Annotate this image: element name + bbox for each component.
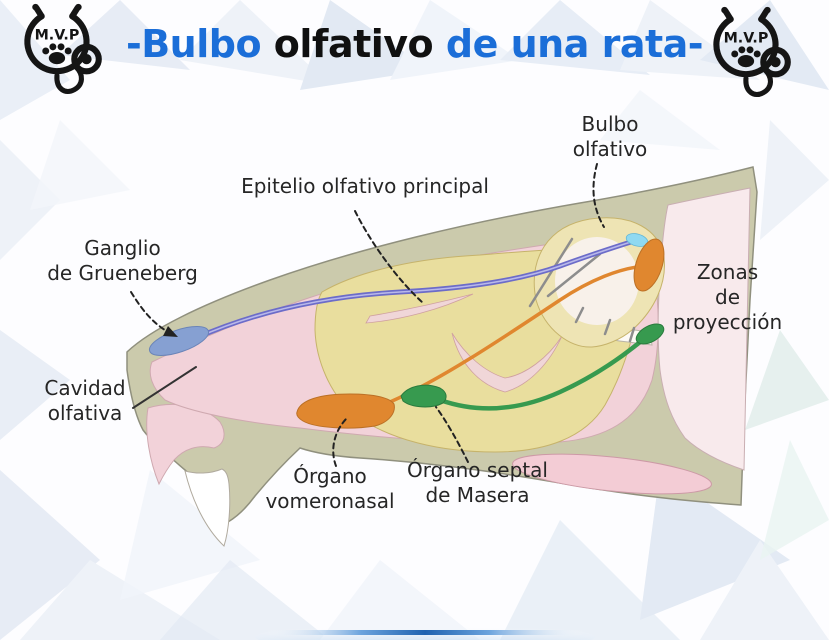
logo-text: M.V.P xyxy=(724,31,769,47)
vomeronasal-organ xyxy=(296,393,395,429)
accessory-bulb-orange xyxy=(633,238,665,292)
label-cavidad-olfativa: Cavidad olfativa xyxy=(44,376,126,425)
septal-projection-green xyxy=(635,323,665,345)
gray-fiber-lines xyxy=(528,237,636,343)
label-organo-vomeronasal: Órgano vomeronasal xyxy=(265,464,395,513)
label-epitelio-olfativo-principal: Epitelio olfativo principal xyxy=(241,174,489,198)
logo-text: M.V.P xyxy=(35,28,80,44)
mvp-stethoscope-logo: M.V.P xyxy=(24,3,102,95)
pointer-cavidad xyxy=(132,366,197,409)
mvp-stethoscope-logo: M.V.P xyxy=(713,6,791,98)
grueneberg-nerve-highlight xyxy=(195,240,635,339)
turbinate-upper xyxy=(365,293,474,324)
paw-icon xyxy=(731,46,761,68)
title-part-1: -Bulbo xyxy=(125,22,262,66)
mouth-bay xyxy=(146,404,225,486)
pointer-bulbo xyxy=(592,163,605,228)
stethoscope-chestpiece xyxy=(71,43,102,75)
vomeronasal-nerve xyxy=(388,264,647,404)
label-bulbo-olfativo: Bulbo olfativo xyxy=(572,112,648,161)
pointer-septal xyxy=(435,406,469,463)
septal-organ-masera xyxy=(400,384,447,408)
pointer-lines xyxy=(130,163,605,467)
title-part-3: de una rata- xyxy=(445,22,704,66)
incisor-tooth xyxy=(184,468,231,547)
pointer-vomeronasal xyxy=(332,418,347,467)
bottom-glow-bar xyxy=(255,623,595,640)
label-zonas-de-proyeccion: Zonas de proyección xyxy=(672,260,783,334)
grueneberg-ganglion xyxy=(148,326,210,356)
tongue-shape xyxy=(512,453,712,495)
label-organo-septal-de-masera: Órgano septal de Masera xyxy=(407,458,548,507)
paw-icon xyxy=(42,43,72,65)
page-title: -Bulbo olfativo de una rata- xyxy=(0,22,829,66)
pointer-ganglio-arrowhead xyxy=(163,326,178,337)
label-ganglio-de-grueneberg: Ganglio de Grueneberg xyxy=(47,236,198,285)
title-part-2: olfativo xyxy=(261,22,446,66)
pointer-epitelio xyxy=(354,210,424,304)
septal-nerve xyxy=(437,334,649,411)
stethoscope-chestpiece xyxy=(760,46,791,78)
